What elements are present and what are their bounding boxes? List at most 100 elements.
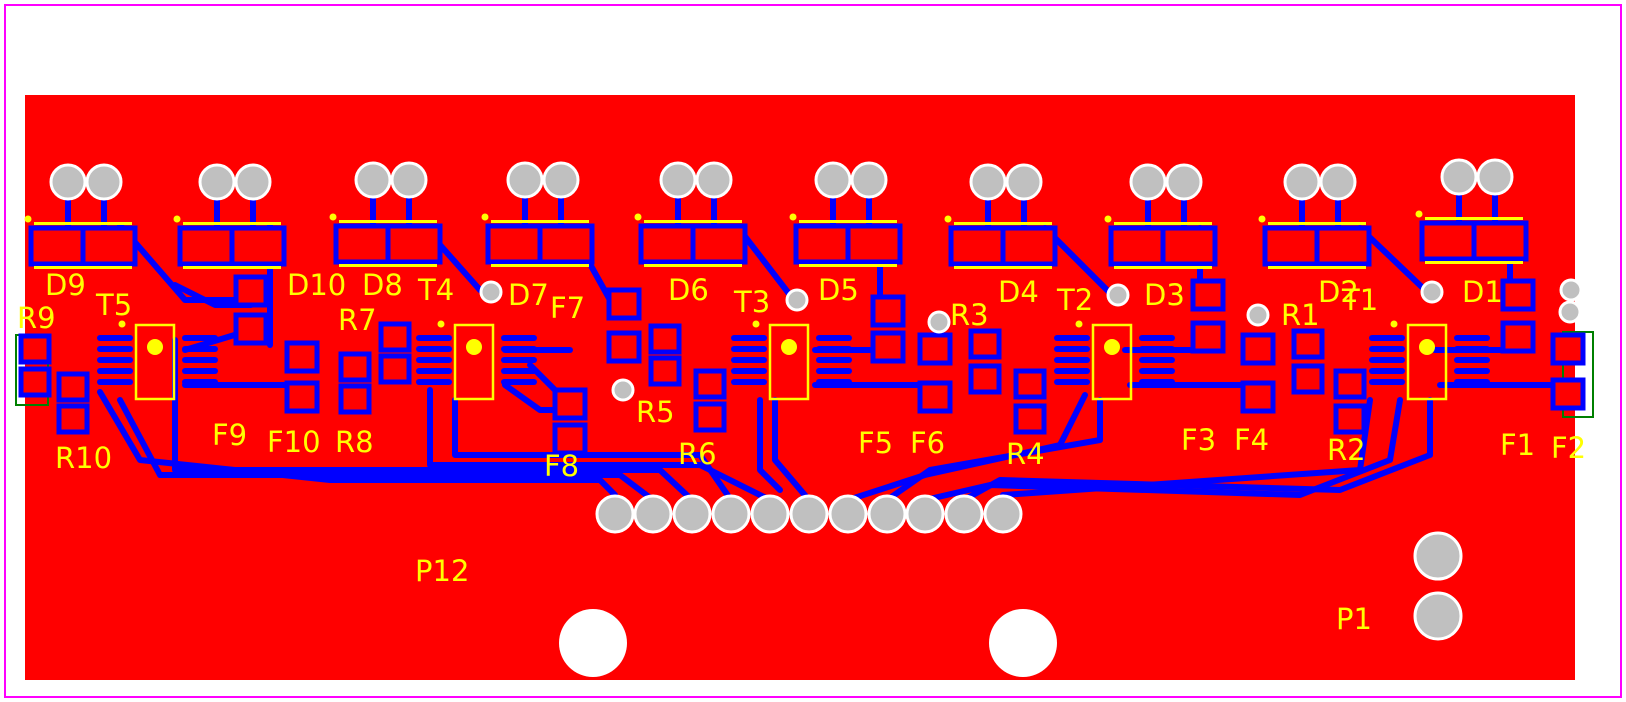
component-layer xyxy=(18,158,1586,641)
diode-pad-2 xyxy=(385,223,443,265)
fuse-pad xyxy=(1550,377,1586,411)
silk-label-d8: D8 xyxy=(362,268,403,302)
diode-silk-bottom xyxy=(799,264,897,267)
diode-pad-1 xyxy=(1108,225,1166,267)
diode-silk-top xyxy=(339,220,437,223)
diode-silk-bottom xyxy=(491,264,589,267)
transformer-body xyxy=(453,323,495,401)
p1-pin-2 xyxy=(1413,591,1463,641)
diode-pad-2 xyxy=(1160,225,1218,267)
resistor-pad xyxy=(1333,403,1367,435)
silk-label-d5: D5 xyxy=(818,273,859,307)
diode-silk-top xyxy=(34,222,132,225)
silk-label-t5: T5 xyxy=(95,288,132,322)
diode-pin-b xyxy=(390,161,428,199)
pin1-marker xyxy=(173,215,181,223)
fuse-pad xyxy=(552,387,588,421)
fuse-pad xyxy=(1240,332,1276,366)
fuse-pad xyxy=(870,330,906,364)
routed-trace xyxy=(117,397,656,503)
diode-pin-a xyxy=(198,163,236,201)
silk-label-t1: T1 xyxy=(1341,283,1378,317)
fuse-pad xyxy=(870,294,906,328)
via xyxy=(1559,278,1583,302)
silk-label-t4: T4 xyxy=(417,273,454,307)
silk-label-d3: D3 xyxy=(1144,278,1185,312)
diode-pad-2 xyxy=(1314,225,1372,267)
header-pin xyxy=(595,494,635,534)
transformer-pin1 xyxy=(781,339,797,355)
diode-pad-1 xyxy=(638,223,696,265)
diode-pin-a xyxy=(1283,163,1321,201)
fuse-pad xyxy=(233,274,269,308)
diode-silk-top xyxy=(1114,222,1212,225)
diode-pad-1 xyxy=(485,223,543,265)
diode-pin-b xyxy=(1476,158,1514,196)
routed-trace xyxy=(1000,397,1373,498)
pin1-marker xyxy=(752,320,760,328)
routed-trace xyxy=(737,227,793,298)
diode-pin-b xyxy=(85,163,123,201)
pin1-marker xyxy=(481,213,489,221)
fuse-pad xyxy=(1240,380,1276,414)
diode-pin-a xyxy=(506,161,544,199)
silk-label-r3: R3 xyxy=(950,298,989,332)
pin1-marker xyxy=(1415,210,1423,218)
via xyxy=(1106,283,1130,307)
routed-trace xyxy=(845,392,1088,503)
resistor-pad xyxy=(968,328,1002,360)
header-pin xyxy=(672,494,712,534)
pin1-marker xyxy=(789,213,797,221)
diode-pin-a xyxy=(49,163,87,201)
silk-label-d7: D7 xyxy=(508,278,549,312)
resistor-pad xyxy=(338,351,372,383)
diode-pad-1 xyxy=(177,225,235,267)
diode-silk-bottom xyxy=(1114,266,1212,269)
pin1-marker xyxy=(1075,320,1083,328)
routed-trace xyxy=(772,397,812,503)
fuse-pad xyxy=(233,312,269,346)
p1-pin-1 xyxy=(1413,531,1463,581)
pin1-marker xyxy=(437,320,445,328)
diode-pad-1 xyxy=(948,225,1006,267)
silk-label-p1: P1 xyxy=(1336,602,1372,636)
resistor-pad xyxy=(56,403,90,435)
via xyxy=(479,280,503,304)
diode-silk-top xyxy=(799,220,897,223)
via xyxy=(1558,300,1582,324)
silk-label-f7: F7 xyxy=(550,291,585,325)
routed-trace xyxy=(117,222,248,303)
diode-silk-top xyxy=(183,222,281,225)
fuse-pad xyxy=(917,380,953,414)
silk-label-r5: R5 xyxy=(636,395,675,429)
diode-pad-2 xyxy=(537,223,595,265)
diode-pad-1 xyxy=(1262,225,1320,267)
resistor-pad xyxy=(18,333,52,365)
resistor-pad xyxy=(56,371,90,403)
silk-label-r2: R2 xyxy=(1327,433,1366,467)
diode-pad-2 xyxy=(80,225,138,267)
header-pin xyxy=(711,494,751,534)
diode-pin-b xyxy=(1319,163,1357,201)
diode-silk-bottom xyxy=(183,266,281,269)
fuse-pad xyxy=(606,330,642,364)
silk-label-r1: R1 xyxy=(1281,298,1320,332)
diode-silk-top xyxy=(491,220,589,223)
diode-silk-top xyxy=(1268,222,1366,225)
silk-label-d2: D2 xyxy=(1318,275,1359,309)
pin1-marker xyxy=(118,320,126,328)
routed-trace xyxy=(172,337,695,503)
silk-label-f8: F8 xyxy=(544,449,579,483)
transformer-body xyxy=(1406,323,1448,401)
header-pin xyxy=(789,494,829,534)
diode-silk-bottom xyxy=(1425,261,1523,264)
silk-label-r6: R6 xyxy=(678,437,717,471)
transformer-pin1 xyxy=(1104,339,1120,355)
fuse-pad xyxy=(284,340,320,374)
silk-label-t2: T2 xyxy=(1056,283,1093,317)
silk-label-f5: F5 xyxy=(858,426,893,460)
transformer-body xyxy=(768,323,810,401)
silk-label-d6: D6 xyxy=(668,273,709,307)
silk-label-r9: R9 xyxy=(17,301,56,335)
diode-silk-bottom xyxy=(1268,266,1366,269)
